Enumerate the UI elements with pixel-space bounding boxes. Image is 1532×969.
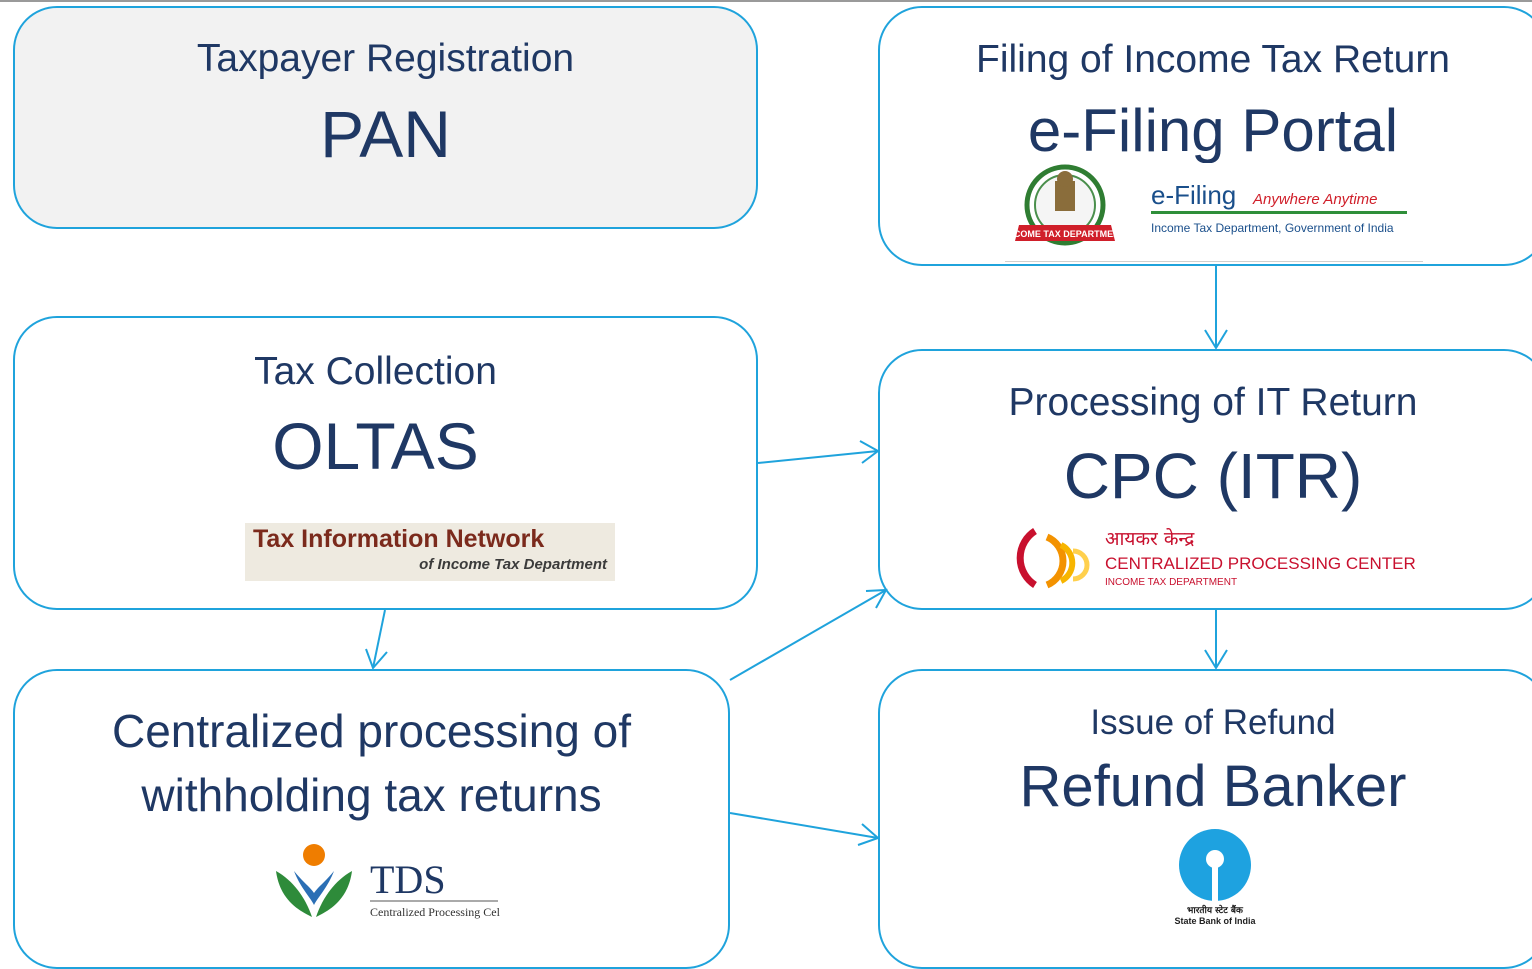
sbi-name: State Bank of India (1174, 916, 1256, 926)
oltas-box: Tax Collection OLTAS Tax Information Net… (13, 316, 758, 610)
tds-logo-name: TDS (370, 857, 446, 902)
refund-box-title: Refund Banker (1019, 754, 1407, 819)
cpc-box-subtitle: Processing of IT Return (1008, 381, 1418, 424)
arrow-efiling-to-cpc (1204, 266, 1228, 350)
tin-logo: Tax Information Network of Income Tax De… (245, 523, 615, 581)
oltas-box-subtitle: Tax Collection (254, 350, 497, 393)
cpc-name: CENTRALIZED PROCESSING CENTER (1105, 554, 1416, 573)
arrow-oltas-to-tds (365, 609, 388, 670)
pan-box-title: PAN (320, 97, 451, 171)
cpc-box: Processing of IT Return CPC (ITR) आयकर क… (878, 349, 1532, 610)
refund-box-subtitle: Issue of Refund (1090, 703, 1336, 742)
tds-box-line1: Centralized processing of (111, 705, 632, 757)
cpc-swirl-icon (1016, 528, 1090, 589)
efiling-box: Filing of Income Tax Return e-Filing Por… (878, 6, 1532, 266)
arrow-tds-to-refund (729, 812, 880, 846)
tds-box: Centralized processing of withholding ta… (13, 669, 730, 969)
efiling-seal-text: INCOME TAX DEPARTMENT (1005, 229, 1126, 239)
cpc-dept: INCOME TAX DEPARTMENT (1105, 577, 1237, 588)
efiling-tagline: Anywhere Anytime (1252, 191, 1378, 208)
cpc-box-title: CPC (ITR) (1063, 440, 1363, 512)
pan-box-subtitle: Taxpayer Registration (196, 37, 575, 80)
arrow-oltas-to-cpc (757, 440, 880, 464)
top-divider (0, 0, 1532, 2)
tds-logo-graphic: TDS Centralized Processing Cell (276, 844, 504, 919)
tin-logo-subtitle: of Income Tax Department (419, 556, 607, 573)
sbi-keyhole-icon (1179, 829, 1251, 901)
sbi-logo-graphic: भारतीय स्टेट बैंक State Bank of India (1174, 829, 1257, 926)
arrow-cpc-to-refund (1204, 610, 1228, 670)
tds-logo-subtitle: Centralized Processing Cell (370, 905, 500, 919)
efiling-logo-graphic: INCOME TAX DEPARTMENT e-Filing Anywhere … (1005, 164, 1407, 246)
refund-box: Issue of Refund Refund Banker भारतीय स्ट… (878, 669, 1532, 969)
cpc-hindi-name: आयकर केन्द्र (1105, 527, 1195, 550)
efiling-box-subtitle: Filing of Income Tax Return (976, 38, 1450, 81)
arrow-tds-to-cpc (729, 588, 888, 681)
tin-logo-title: Tax Information Network (253, 525, 545, 553)
pan-box: Taxpayer Registration PAN (13, 6, 758, 229)
efiling-box-title: e-Filing Portal (1027, 97, 1399, 164)
efiling-logo: INCOME TAX DEPARTMENT e-Filing Anywhere … (1005, 163, 1423, 262)
cpc-logo: आयकर केन्द्र CENTRALIZED PROCESSING CENT… (1005, 523, 1455, 598)
sbi-logo: भारतीय स्टेट बैंक State Bank of India (1170, 829, 1260, 929)
tds-leaf-icon (276, 844, 352, 917)
seal-ribbon-icon (1015, 225, 1115, 241)
oltas-box-title: OLTAS (272, 409, 479, 483)
tds-box-line2: withholding tax returns (141, 769, 602, 821)
tds-box-title: Centralized processing of withholding ta… (15, 699, 728, 827)
cpc-logo-graphic: आयकर केन्द्र CENTRALIZED PROCESSING CENT… (1016, 527, 1416, 589)
sbi-hindi-name: भारतीय स्टेट बैंक (1187, 904, 1244, 916)
tds-logo: TDS Centralized Processing Cell (270, 841, 504, 931)
efiling-dept: Income Tax Department, Government of Ind… (1151, 221, 1394, 235)
efiling-brand: e-Filing (1151, 180, 1236, 210)
emblem-icon (1055, 181, 1075, 211)
